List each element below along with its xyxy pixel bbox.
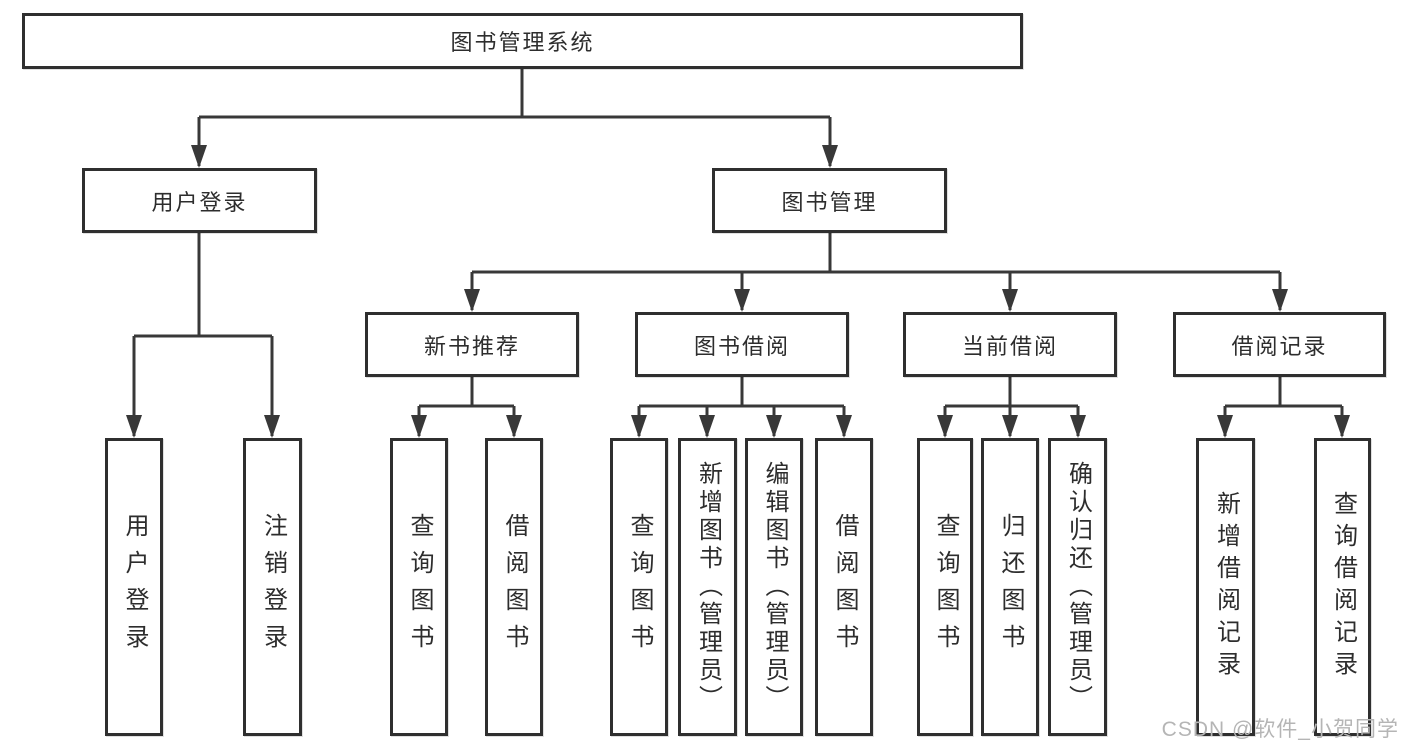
node-new-book-recommendation: 新书推荐	[365, 312, 579, 377]
leaf-label: 查询借阅记录	[1329, 491, 1357, 683]
leaf-borrow-books-recommend: 借阅图书	[485, 438, 543, 736]
leaf-label: 查询图书	[406, 513, 433, 661]
node-label: 新书推荐	[423, 333, 520, 359]
leaf-return-book: 归还图书	[981, 438, 1039, 736]
leaf-confirm-return-admin: 确认归还（管理员）	[1048, 438, 1107, 736]
node-user-login-branch: 用户登录	[82, 168, 317, 233]
leaf-add-book-admin: 新增图书（管理员）	[678, 438, 737, 736]
leaf-label: 用户登录	[121, 513, 148, 661]
node-borrowing-records: 借阅记录	[1173, 312, 1386, 377]
leaf-query-books-recommend: 查询图书	[390, 438, 448, 736]
node-label: 图书借阅	[693, 333, 790, 359]
node-label: 借阅记录	[1231, 333, 1328, 359]
leaf-label: 编辑图书（管理员）	[761, 461, 788, 713]
leaf-label: 查询图书	[626, 513, 653, 661]
leaf-query-books-borrow: 查询图书	[610, 438, 668, 736]
csdn-watermark: CSDN @软件_小贺同学	[1161, 718, 1399, 741]
leaf-user-login: 用户登录	[105, 438, 163, 736]
leaf-add-borrow-record: 新增借阅记录	[1196, 438, 1255, 736]
leaf-label: 确认归还（管理员）	[1064, 461, 1092, 713]
leaf-label: 查询图书	[932, 513, 959, 661]
leaf-label: 注销登录	[259, 513, 287, 661]
node-library-management-system: 图书管理系统	[22, 13, 1023, 69]
node-current-borrowing: 当前借阅	[903, 312, 1117, 377]
tree-edges	[132, 69, 1344, 436]
node-label: 用户登录	[151, 189, 248, 215]
leaf-query-books-current: 查询图书	[917, 438, 973, 736]
node-label: 图书管理系统	[450, 30, 595, 55]
leaf-borrow-books: 借阅图书	[815, 438, 873, 736]
leaf-label: 新增借阅记录	[1212, 491, 1240, 683]
leaf-label: 归还图书	[997, 513, 1024, 661]
leaf-label: 借阅图书	[501, 513, 528, 661]
node-label: 图书管理	[781, 189, 878, 215]
leaf-edit-book-admin: 编辑图书（管理员）	[745, 438, 803, 736]
node-book-management-branch: 图书管理	[712, 168, 947, 233]
leaf-query-borrow-record: 查询借阅记录	[1314, 438, 1371, 736]
leaf-logout: 注销登录	[243, 438, 302, 736]
leaf-label: 借阅图书	[831, 513, 858, 661]
node-book-borrowing: 图书借阅	[635, 312, 849, 377]
leaf-label: 新增图书（管理员）	[694, 461, 722, 713]
node-label: 当前借阅	[961, 333, 1058, 359]
